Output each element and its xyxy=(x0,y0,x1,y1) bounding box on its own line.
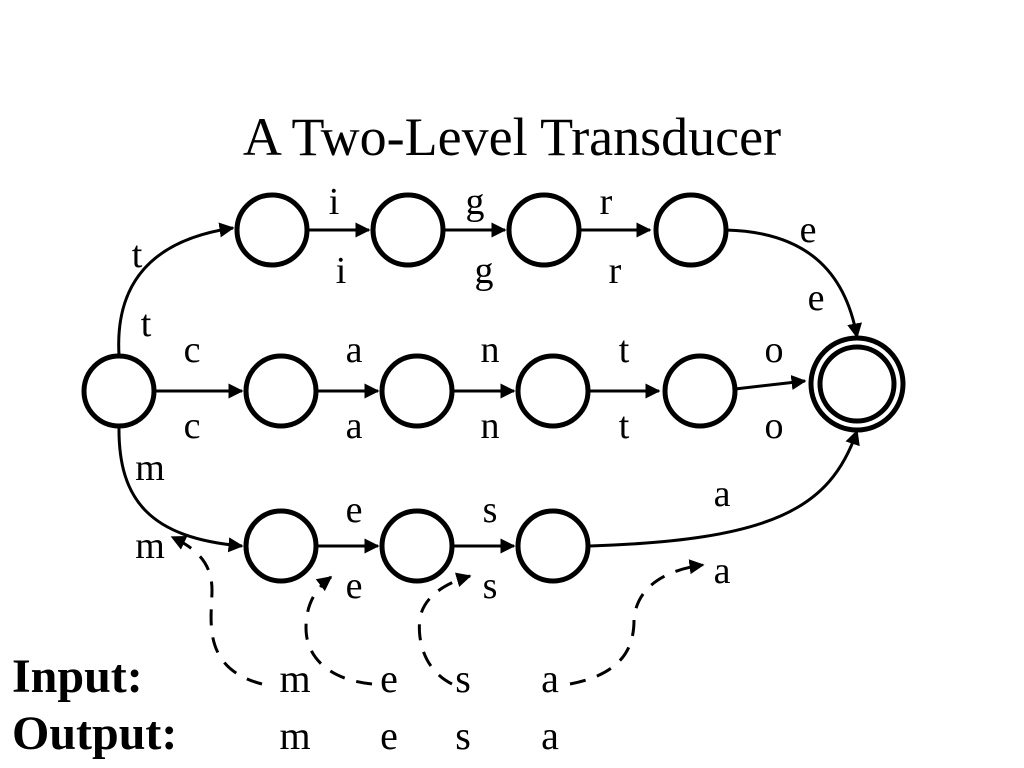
pointer-m xyxy=(170,535,263,686)
output-char: e xyxy=(380,713,398,758)
output-char: a xyxy=(541,713,559,758)
label-g-input: g xyxy=(466,181,485,223)
label-a-lower-input: a xyxy=(714,473,731,515)
label-t-upper-output: t xyxy=(141,303,152,345)
label-c-output: c xyxy=(184,405,201,447)
label-r-output: r xyxy=(609,250,622,292)
arc-t-upper xyxy=(117,222,235,356)
output-char: m xyxy=(279,713,310,758)
label-o-output: o xyxy=(765,405,784,447)
state-start xyxy=(81,353,157,429)
label-e-lower-input: e xyxy=(346,489,363,531)
label-a-middle-output: a xyxy=(346,405,363,447)
input-label: Input: xyxy=(12,650,143,703)
label-i-input: i xyxy=(329,181,340,223)
state-canto-1 xyxy=(243,353,319,429)
state-canto-2 xyxy=(379,353,455,429)
label-m-output: m xyxy=(135,525,165,567)
label-g-output: g xyxy=(475,250,494,292)
label-e-upper-output: e xyxy=(808,277,825,319)
pointer-s xyxy=(417,572,472,686)
input-char: a xyxy=(541,656,559,701)
input-char: e xyxy=(380,656,398,701)
label-t-middle-input: t xyxy=(619,329,630,371)
diagram-title: A Two-Level Transducer xyxy=(243,107,781,167)
state-canto-4 xyxy=(662,353,738,429)
input-char: s xyxy=(455,656,471,701)
state-tigre-4 xyxy=(653,192,729,268)
label-i-output: i xyxy=(336,250,347,292)
output-label: Output: xyxy=(12,707,177,760)
state-tigre-1 xyxy=(234,192,310,268)
label-n-input: n xyxy=(481,329,500,371)
state-mesa-3 xyxy=(515,508,591,584)
label-s-input: s xyxy=(483,489,498,531)
pointer-e xyxy=(304,575,373,686)
state-canto-3 xyxy=(515,353,591,429)
state-final-inner xyxy=(817,344,897,424)
arc-m xyxy=(117,425,244,553)
state-mesa-2 xyxy=(379,508,455,584)
output-char: s xyxy=(455,713,471,758)
label-o-input: o xyxy=(765,329,784,371)
label-e-lower-output: e xyxy=(346,565,363,607)
arc-a-lower xyxy=(589,429,860,548)
label-m-input: m xyxy=(135,447,165,489)
label-r-input: r xyxy=(600,181,613,223)
arc-e-upper xyxy=(725,228,862,339)
input-char: m xyxy=(279,656,310,701)
label-a-lower-output: a xyxy=(714,550,731,592)
label-e-upper-input: e xyxy=(800,209,817,251)
label-c-input: c xyxy=(184,329,201,371)
label-s-output: s xyxy=(483,565,498,607)
state-tigre-3 xyxy=(506,192,582,268)
state-tigre-2 xyxy=(370,192,446,268)
arc-o xyxy=(734,375,807,391)
label-t-middle-output: t xyxy=(619,405,630,447)
state-final xyxy=(808,335,906,433)
state-mesa-1 xyxy=(243,508,319,584)
label-t-upper-input: t xyxy=(132,234,143,276)
label-n-output: n xyxy=(481,405,500,447)
pointer-a xyxy=(569,559,705,686)
label-a-middle-input: a xyxy=(346,329,363,371)
